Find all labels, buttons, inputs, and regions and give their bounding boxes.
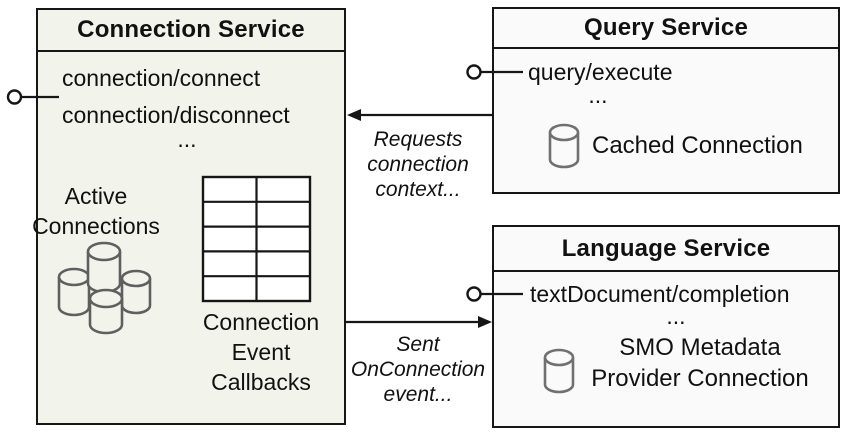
smo-line2: Provider Connection (591, 365, 809, 392)
method-connection-connect: connection/connect (62, 65, 261, 91)
method-textdocument-completion: textDocument/completion (530, 281, 790, 307)
language-service-title: Language Service (494, 227, 838, 272)
requests-line1: Requests (373, 128, 463, 151)
connection-event-callbacks-label: Connection Event Callbacks (181, 307, 341, 397)
smo-metadata-provider-connection-label: SMO Metadata Provider Connection (590, 332, 810, 394)
requests-line2: connection (367, 153, 469, 176)
requests-connection-arrow (347, 109, 492, 121)
method-query-execute: query/execute (528, 59, 673, 85)
cached-connection-label: Cached Connection (592, 132, 803, 159)
requests-line3: context... (375, 178, 461, 201)
sent-line2: OnConnection (350, 358, 486, 381)
query-service-box: Query Service (492, 7, 840, 194)
active-connections-line2: Connections (32, 213, 160, 239)
language-methods-ellipsis: ... (666, 303, 686, 329)
query-service-title: Query Service (494, 9, 838, 49)
language-service-box: Language Service (492, 225, 840, 428)
method-connection-disconnect: connection/disconnect (62, 102, 290, 128)
sent-onconnection-event-label: Sent OnConnection event... (348, 332, 488, 407)
callbacks-line2: Event (231, 339, 291, 365)
query-methods-ellipsis: ... (588, 82, 608, 108)
requests-connection-context-label: Requests connection context... (348, 127, 488, 202)
sent-line3: event... (383, 383, 453, 406)
smo-line1: SMO Metadata (619, 334, 781, 361)
sent-line1: Sent (396, 333, 440, 356)
active-connections-label: Active Connections (31, 181, 161, 241)
connection-methods-ellipsis: ... (177, 126, 197, 152)
callbacks-line3: Callbacks (211, 369, 311, 395)
active-connections-line1: Active (64, 183, 128, 209)
callbacks-line1: Connection (202, 309, 320, 335)
onconnection-event-arrow (346, 316, 492, 328)
connection-service-title: Connection Service (38, 10, 344, 52)
